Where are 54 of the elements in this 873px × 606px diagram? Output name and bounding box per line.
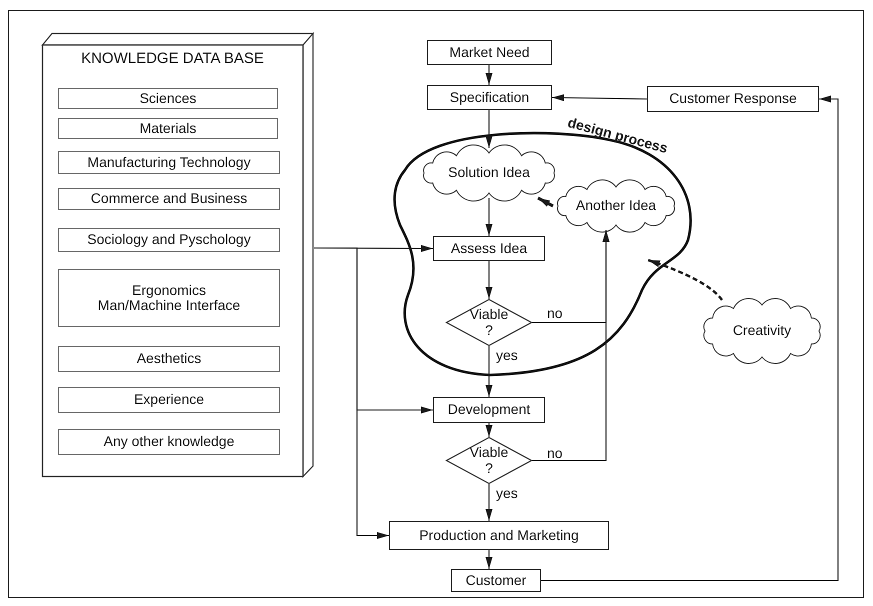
process-box	[451, 569, 541, 592]
arrow	[486, 65, 492, 85]
arrow	[532, 230, 610, 462]
node-label: Materials	[140, 120, 196, 136]
node-label: Commerce and Business	[90, 191, 248, 207]
process-box	[433, 397, 545, 423]
node-label: Specification	[450, 90, 530, 106]
panel-heading: KNOWLEDGE DATA BASE	[80, 51, 265, 68]
database-panel	[42, 33, 314, 477]
knowledge-box	[58, 151, 280, 174]
arrow	[541, 96, 839, 582]
knowledge-box	[58, 188, 280, 210]
node-label: Assess Idea	[450, 240, 528, 256]
node-label: Creativity	[732, 323, 792, 339]
node-label: Experience	[134, 392, 204, 408]
outline-label: design process	[566, 115, 670, 156]
process-box	[647, 86, 819, 112]
process-box	[433, 236, 545, 261]
arrow	[314, 247, 389, 539]
decision-diamond	[446, 299, 532, 346]
node-label: Market Need	[449, 44, 530, 60]
process-box	[389, 521, 609, 550]
node-label: Sciences	[140, 90, 196, 106]
node-label: Customer Response	[669, 91, 797, 107]
node-label: Sociology and Pyschology	[87, 232, 251, 248]
arrow	[552, 94, 647, 102]
knowledge-box	[58, 269, 280, 327]
process-box	[427, 85, 552, 110]
decision-diamond	[446, 437, 532, 484]
knowledge-box	[58, 387, 280, 413]
node-label: Development	[448, 402, 530, 418]
arrow	[486, 423, 492, 437]
node-label: Viable ?	[468, 307, 510, 338]
arrow	[537, 196, 554, 208]
node-label: Any other knowledge	[104, 434, 234, 450]
knowledge-box	[58, 118, 278, 139]
node-label: Production and Marketing	[419, 528, 579, 544]
arrow	[486, 110, 492, 148]
process-box	[427, 40, 552, 65]
arrow	[486, 261, 492, 299]
node-label: Ergonomics Man/Machine Interface	[96, 282, 242, 314]
knowledge-box	[58, 88, 278, 109]
node-label: Another Idea	[576, 198, 656, 214]
knowledge-box	[58, 228, 280, 252]
arrow	[486, 550, 492, 569]
node-label: Manufacturing Technology	[87, 154, 251, 170]
arrow	[648, 258, 723, 301]
node-label: Aesthetics	[136, 351, 202, 367]
node-label: Viable ?	[468, 445, 510, 476]
knowledge-box	[58, 346, 280, 372]
node-label: Customer	[466, 572, 526, 588]
arrow	[486, 346, 492, 397]
knowledge-box	[58, 429, 280, 455]
arrow	[486, 484, 492, 521]
